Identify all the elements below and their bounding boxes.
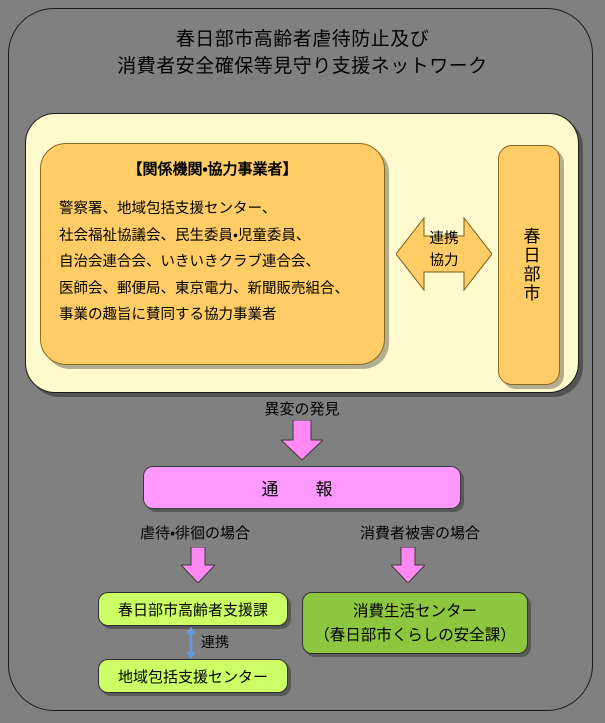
- organization-line: 警察署、地域包括支援センター、: [59, 201, 277, 217]
- cooperation-double-arrow-icon: 連携 協力: [396, 198, 492, 310]
- elderly-support-division-box: 春日部市高齢者支援課: [98, 592, 288, 626]
- branch-consumer-label: 消費者被害の場合: [359, 524, 480, 542]
- branch-abuse-label: 虐待・徘徊の場合: [139, 524, 251, 542]
- related-organizations-box: 【関係機関・協力事業者】 警察署、地域包括支援センター、 社会福祉協議会、民生委…: [40, 143, 385, 365]
- report-box: 通 報: [143, 466, 461, 509]
- outer-frame: [8, 8, 593, 711]
- organization-line: 事業の趣旨に賛同する協力事業者: [59, 307, 277, 323]
- down-arrow-icon-report: [279, 419, 325, 461]
- city-label: 春日部市: [519, 227, 540, 303]
- link-label: 連携: [201, 635, 229, 651]
- consumer-life-center-box: 消費生活センター （春日部市くらしの安全課）: [302, 592, 528, 654]
- community-support-center-box: 地域包括支援センター: [98, 659, 288, 693]
- down-arrow-icon-consumer: [389, 546, 427, 584]
- organization-line: 医師会、郵便局、東京電力、新聞販売組合、: [59, 280, 349, 297]
- organization-line: 社会福祉協議会、民生委員・児童委員、: [59, 227, 311, 244]
- down-arrow-icon-abuse: [179, 546, 217, 584]
- diagram-title: 春日部市高齢者虐待防止及び 消費者安全確保等見守り支援ネットワーク: [117, 28, 488, 77]
- related-organizations-heading: 【関係機関・協力事業者】: [127, 160, 298, 178]
- organization-line: 自治会連合会、いきいきクラブ連合会、: [59, 254, 320, 270]
- related-organizations-list: 警察署、地域包括支援センター、 社会福祉協議会、民生委員・児童委員、 自治会連合…: [59, 196, 371, 329]
- city-box: 春日部市: [498, 145, 560, 385]
- discovery-label: 異変の発見: [264, 400, 340, 418]
- link-double-arrow-icon: [184, 627, 198, 659]
